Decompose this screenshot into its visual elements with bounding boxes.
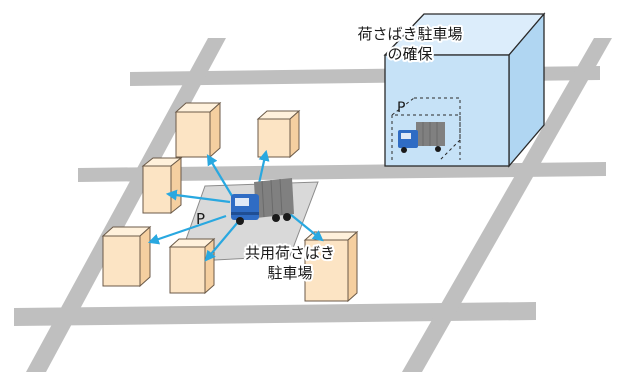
dedicated-lot-label-2: の確保 xyxy=(387,45,432,63)
delivery-arrow-icon xyxy=(165,189,231,204)
building-icon xyxy=(256,109,301,159)
parking-icon: P xyxy=(397,100,405,116)
delivery-arrow-icon xyxy=(289,213,324,242)
delivery-arrow-icon xyxy=(204,221,239,262)
truck-icon xyxy=(398,122,445,153)
building-icon xyxy=(174,101,222,159)
dedicated-lot-label: 荷さばき駐車場 xyxy=(357,25,462,43)
shared-lot-label: 共用荷さばき xyxy=(245,244,335,262)
road-horizontal-middle xyxy=(78,162,606,182)
building-icon xyxy=(141,156,183,215)
building-icon xyxy=(303,230,359,303)
dedicated-loading-building: P 荷さばき駐車場 の確保 xyxy=(355,12,546,168)
road-diagonal-right xyxy=(402,38,612,372)
parking-icon: P xyxy=(196,210,205,228)
road-horizontal-bottom xyxy=(14,302,536,326)
shared-lot-label-2: 駐車場 xyxy=(267,264,312,282)
building-inner-bay xyxy=(391,97,461,161)
delivery-arrow-icon xyxy=(206,154,233,197)
delivery-arrow-icon xyxy=(147,214,227,245)
building-icon xyxy=(168,237,216,295)
truck-icon xyxy=(231,178,294,225)
building-icon xyxy=(101,225,152,288)
